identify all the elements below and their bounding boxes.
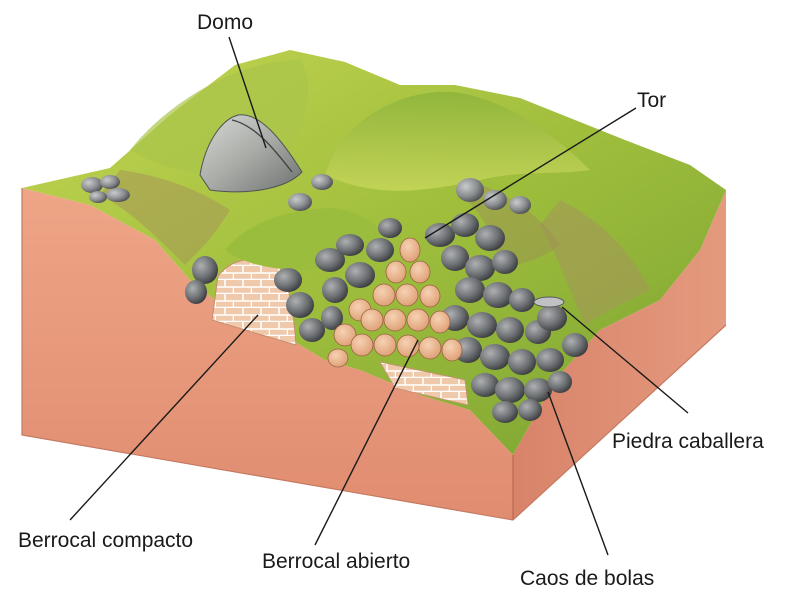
dome-rock xyxy=(199,114,303,193)
block-front-face xyxy=(22,188,513,520)
leader-berrocal-abierto xyxy=(314,339,419,546)
label-caos-de-bolas: Caos de bolas xyxy=(520,567,655,590)
leader-caos-de-bolas xyxy=(547,391,609,556)
label-berrocal-compacto: Berrocal compacto xyxy=(18,529,194,552)
tor-blocks xyxy=(327,237,469,406)
label-tor: Tor xyxy=(637,89,667,112)
leader-domo xyxy=(228,36,267,149)
leader-piedra-caballera xyxy=(561,306,689,414)
piedra-caballera-rock xyxy=(533,296,567,331)
label-piedra-caballera: Piedra caballera xyxy=(612,430,764,453)
label-berrocal-abierto: Berrocal abierto xyxy=(262,550,411,573)
label-domo: Domo xyxy=(197,11,254,34)
leader-lines xyxy=(69,36,689,556)
boulder-field xyxy=(185,178,588,423)
leader-berrocal-compacto xyxy=(69,314,259,521)
leader-tor xyxy=(424,107,637,239)
